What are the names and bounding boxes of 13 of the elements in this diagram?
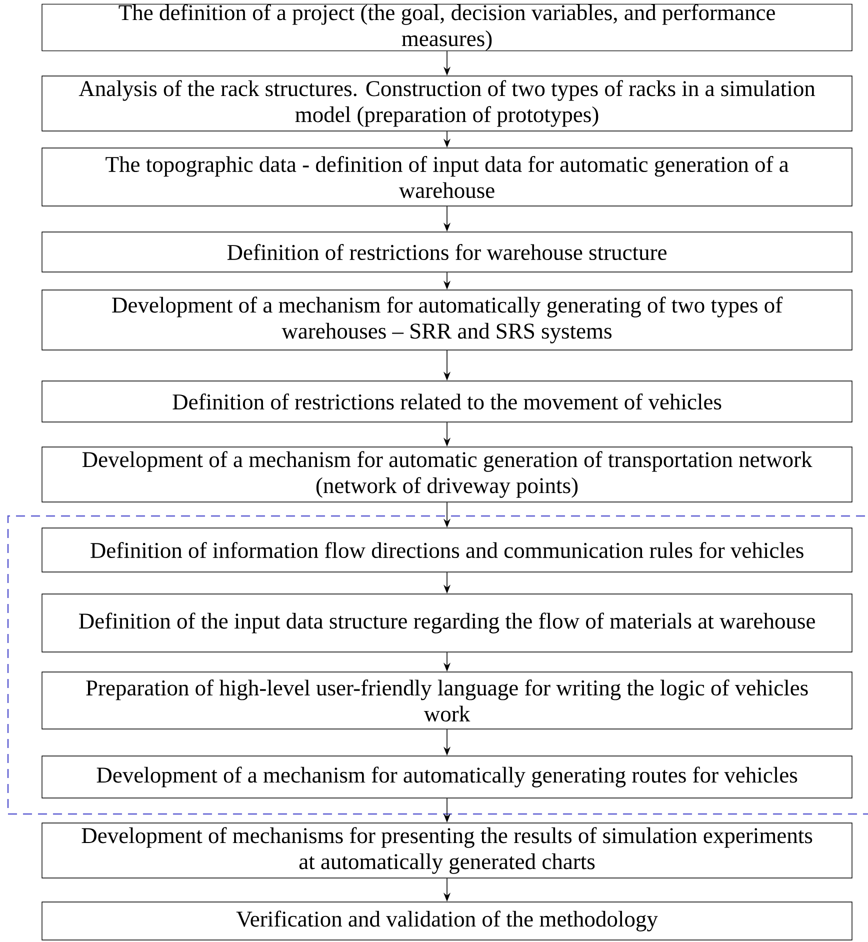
process-box: The definition of a project (the goal, decision variables, and performance measures) <box>42 4 852 52</box>
process-box: Definition of restrictions for warehouse structure <box>42 232 852 272</box>
process-box: Definition of the input data structure regarding the flow of materials at warehouse <box>42 594 852 652</box>
process-box: Development of a mechanism for automatic generation of transportation network (network of driveway points) <box>42 446 852 502</box>
process-box: The topographic data - definition of input data for automatic generation of a warehouse <box>42 148 852 206</box>
process-box: Preparation of high-level user-friendly language for writing the logic of vehicles work <box>42 672 852 730</box>
process-box: Analysis of the rack structures. Construction of two types of racks in a simulation model (preparation of prototypes) <box>42 76 852 132</box>
process-box: Verification and validation of the methodology <box>42 902 852 940</box>
process-box: Development of a mechanism for automatically generating routes for vehicles <box>42 756 852 798</box>
process-box: Development of mechanisms for presenting the results of simulation experiments at automatically generated charts <box>42 822 852 878</box>
process-box: Development of a mechanism for automatically generating of two types of warehouses – SRR and SRS systems <box>42 290 852 350</box>
process-box: Definition of restrictions related to the movement of vehicles <box>42 380 852 422</box>
process-box: Definition of information flow directions and communication rules for vehicles <box>42 528 852 572</box>
